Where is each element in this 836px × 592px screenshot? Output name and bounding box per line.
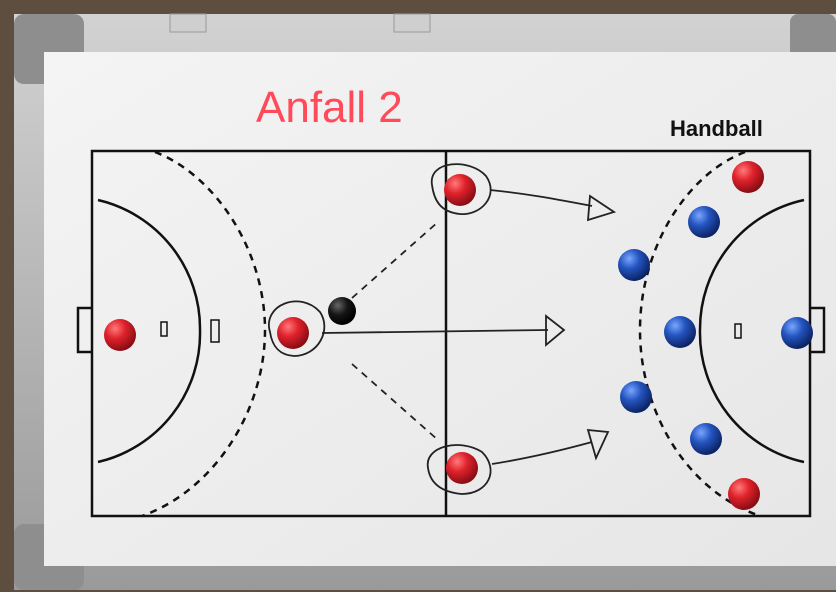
left-goal <box>76 306 92 354</box>
right-free-throw-line <box>638 150 761 518</box>
pass-line <box>351 363 439 441</box>
right-goalkeeper-mark <box>734 323 742 339</box>
arrow-line <box>321 329 549 334</box>
left-free-throw-line <box>141 150 267 518</box>
attacker-magnet <box>277 317 309 349</box>
defenders <box>618 206 813 455</box>
defender-magnet <box>618 249 650 281</box>
attacker-magnet <box>728 478 760 510</box>
pass-line <box>351 221 439 299</box>
arrow-line <box>491 441 593 465</box>
frame-clip <box>169 13 207 33</box>
arrow-head <box>545 314 566 347</box>
left-goalkeeper-mark <box>160 321 168 337</box>
arrow-line <box>489 189 593 207</box>
player-ring <box>427 444 492 495</box>
defender-magnet <box>664 316 696 348</box>
arrow-head <box>586 194 617 222</box>
left-penalty-mark <box>210 319 220 343</box>
right-goal-area <box>698 198 805 464</box>
frame-clip <box>393 13 431 33</box>
left-goal-area <box>97 198 202 464</box>
board-surface <box>44 52 836 566</box>
play-title: Anfall 2 <box>256 83 403 132</box>
arrow-head <box>586 428 610 461</box>
attacker-magnet <box>444 174 476 206</box>
play-annotations <box>268 163 617 495</box>
defender-magnet <box>688 206 720 238</box>
brand-label: Handball <box>670 116 763 141</box>
attacker-magnet <box>732 161 764 193</box>
player-ring <box>431 163 492 215</box>
attacker-magnet <box>446 452 478 484</box>
ball-magnet <box>328 297 356 325</box>
player-ring <box>268 300 326 357</box>
defender-magnet <box>781 317 813 349</box>
attacker-magnet <box>104 319 136 351</box>
defender-magnet <box>620 381 652 413</box>
defender-magnet <box>690 423 722 455</box>
right-goal <box>810 306 826 354</box>
attackers <box>104 161 764 510</box>
